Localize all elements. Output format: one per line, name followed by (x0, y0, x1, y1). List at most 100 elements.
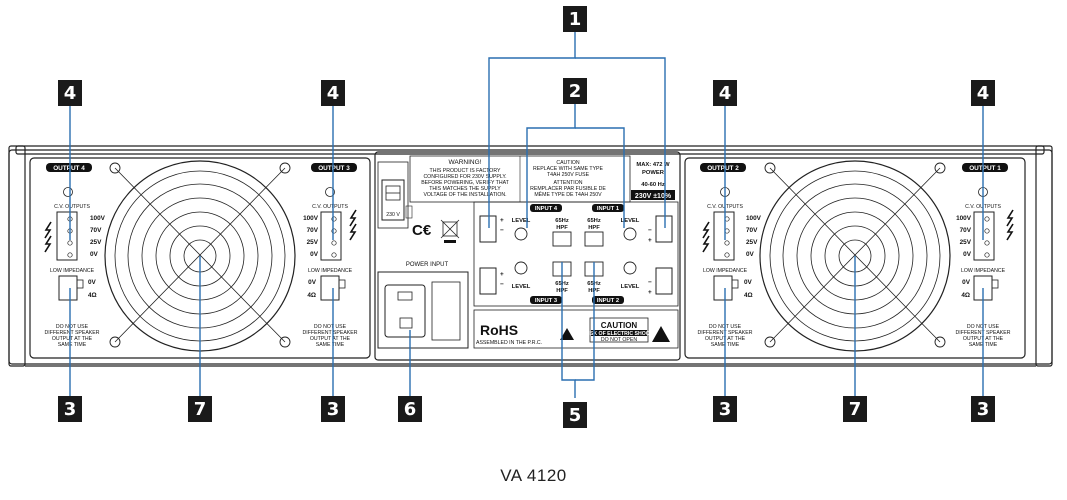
svg-text:−: − (500, 281, 504, 288)
ce-weee-marks: C€ (412, 219, 460, 243)
svg-text:100V: 100V (956, 215, 972, 222)
callout-4-b: 4 (321, 80, 345, 106)
svg-text:CONFIGURED FOR 230V SUPPLY.: CONFIGURED FOR 230V SUPPLY. (423, 174, 506, 180)
output-3-block: OUTPUT 3 C.V. OUTPUTS 100V 70V 25V 0V LO… (303, 163, 358, 348)
svg-text:RISK OF ELECTRIC SHOCK: RISK OF ELECTRIC SHOCK (585, 331, 654, 337)
caution-big: CAUTION (601, 321, 638, 330)
svg-text:MAX: 472 W: MAX: 472 W (636, 162, 670, 168)
callout-5: 5 (563, 402, 587, 428)
svg-text:ATTENTION: ATTENTION (553, 180, 582, 186)
callout-3-c: 3 (713, 396, 737, 422)
tap-70v: 70V (90, 227, 102, 234)
output-1-block: OUTPUT 1 C.V. OUTPUTS 100V 70V 25V 0V LO… (956, 163, 1014, 348)
svg-text:5: 5 (569, 405, 582, 426)
callout-lines (69, 32, 984, 398)
callout-4-d: 4 (971, 80, 995, 106)
chassis (8, 145, 1053, 367)
callout-2: 2 (563, 78, 587, 104)
svg-text:CAUTION: CAUTION (556, 160, 580, 166)
svg-text:MÊME TYPE DE T4AH 250V: MÊME TYPE DE T4AH 250V (534, 190, 602, 198)
svg-text:−: − (648, 279, 652, 286)
svg-text:OUTPUT AT THE: OUTPUT AT THE (310, 336, 351, 342)
svg-text:0V: 0V (746, 251, 755, 258)
weee-bin-icon (442, 221, 458, 237)
svg-text:0V: 0V (744, 279, 753, 286)
input-1-label: INPUT 1 (597, 206, 620, 212)
svg-text:0V: 0V (963, 251, 972, 258)
svg-text:4: 4 (719, 83, 732, 104)
warning-triangle-icon (652, 326, 670, 342)
svg-text:+: + (648, 237, 652, 244)
svg-text:SAME TIME: SAME TIME (316, 342, 345, 348)
callout-3-b: 3 (321, 396, 345, 422)
svg-text:4: 4 (327, 83, 340, 104)
callout-4-c: 4 (713, 80, 737, 106)
svg-text:65Hz: 65Hz (587, 218, 601, 224)
lightning-icon (349, 209, 357, 227)
svg-text:25V: 25V (960, 239, 972, 246)
svg-text:100V: 100V (303, 215, 319, 222)
output-2-block: OUTPUT 2 C.V. OUTPUTS 100V 70V 25V 0V LO… (698, 163, 762, 348)
svg-text:3: 3 (719, 399, 732, 420)
svg-text:+: + (648, 289, 652, 296)
callout-7-b: 7 (843, 396, 867, 422)
svg-text:REMPLACER PAR FUSIBLE DE: REMPLACER PAR FUSIBLE DE (530, 186, 606, 192)
svg-text:70V: 70V (960, 227, 972, 234)
svg-text:HPF: HPF (556, 225, 568, 231)
low-z-4ohm: 4Ω (88, 292, 97, 299)
svg-text:4: 4 (977, 83, 990, 104)
callout-1: 1 (563, 6, 587, 32)
svg-text:6: 6 (404, 399, 417, 420)
svg-text:LEVEL: LEVEL (621, 284, 640, 290)
output-4-label: OUTPUT 4 (53, 165, 85, 172)
voltage-selector: 230 V (377, 161, 413, 229)
svg-text:40-60 Hz: 40-60 Hz (641, 182, 665, 188)
svg-text:+: + (500, 271, 504, 278)
svg-text:7: 7 (194, 399, 207, 420)
svg-text:7: 7 (849, 399, 862, 420)
svg-text:0V: 0V (310, 251, 319, 258)
svg-text:25V: 25V (746, 239, 758, 246)
lightning-icon (1006, 223, 1014, 241)
svg-text:−: − (648, 227, 652, 234)
lightning-icon (702, 221, 710, 239)
svg-text:BEFORE POWERING, VERIFY THAT: BEFORE POWERING, VERIFY THAT (421, 180, 509, 186)
svg-text:70V: 70V (307, 227, 319, 234)
cv-outputs-label: C.V. OUTPUTS (54, 204, 90, 210)
svg-text:2: 2 (569, 81, 582, 102)
callout-6: 6 (398, 396, 422, 422)
svg-text:1: 1 (569, 9, 582, 30)
svg-text:4Ω: 4Ω (744, 292, 753, 299)
svg-text:0V: 0V (962, 279, 971, 286)
svg-text:LOW IMPEDANCE: LOW IMPEDANCE (703, 268, 748, 274)
svg-text:HPF: HPF (588, 225, 600, 231)
level-knob-input-1 (623, 227, 637, 241)
output-4-block: OUTPUT 4 C.V. OUTPUTS 100V 70V 25V 0V LO… (44, 163, 106, 348)
svg-text:OUTPUT AT THE: OUTPUT AT THE (52, 336, 93, 342)
svg-text:DO NOT OPEN: DO NOT OPEN (601, 337, 637, 343)
warning-title: WARNING! (449, 159, 482, 166)
svg-text:REPLACE WITH SAME TYPE: REPLACE WITH SAME TYPE (533, 166, 603, 172)
svg-text:LEVEL: LEVEL (621, 218, 640, 224)
svg-text:3: 3 (64, 399, 77, 420)
svg-text:T4AH 250V FUSE: T4AH 250V FUSE (547, 172, 590, 178)
rohs-mark: RoHS (480, 322, 518, 338)
input-4-label: INPUT 4 (535, 206, 558, 212)
svg-text:25V: 25V (307, 239, 319, 246)
svg-text:−: − (500, 227, 504, 234)
callout-3-d: 3 (971, 396, 995, 422)
svg-text:LOW IMPEDANCE: LOW IMPEDANCE (961, 268, 1006, 274)
svg-text:65Hz: 65Hz (555, 218, 569, 224)
power-inlet (377, 271, 469, 349)
svg-text:3: 3 (327, 399, 340, 420)
lightning-icon (702, 235, 710, 253)
assembled-label: ASSEMBLED IN THE P.R.C. (476, 340, 542, 346)
svg-text:DO NOT USE: DO NOT USE (56, 324, 89, 330)
hpf-switch-input-1 (584, 231, 604, 247)
input-2-label: INPUT 2 (597, 298, 619, 304)
input-section: INPUT 4 INPUT 1 INPUT 3 INPUT 2 + − + − … (473, 201, 679, 307)
low-impedance-label: LOW IMPEDANCE (50, 268, 95, 274)
svg-text:C.V. OUTPUTS: C.V. OUTPUTS (312, 204, 348, 210)
level-knob-input-4 (514, 227, 528, 241)
